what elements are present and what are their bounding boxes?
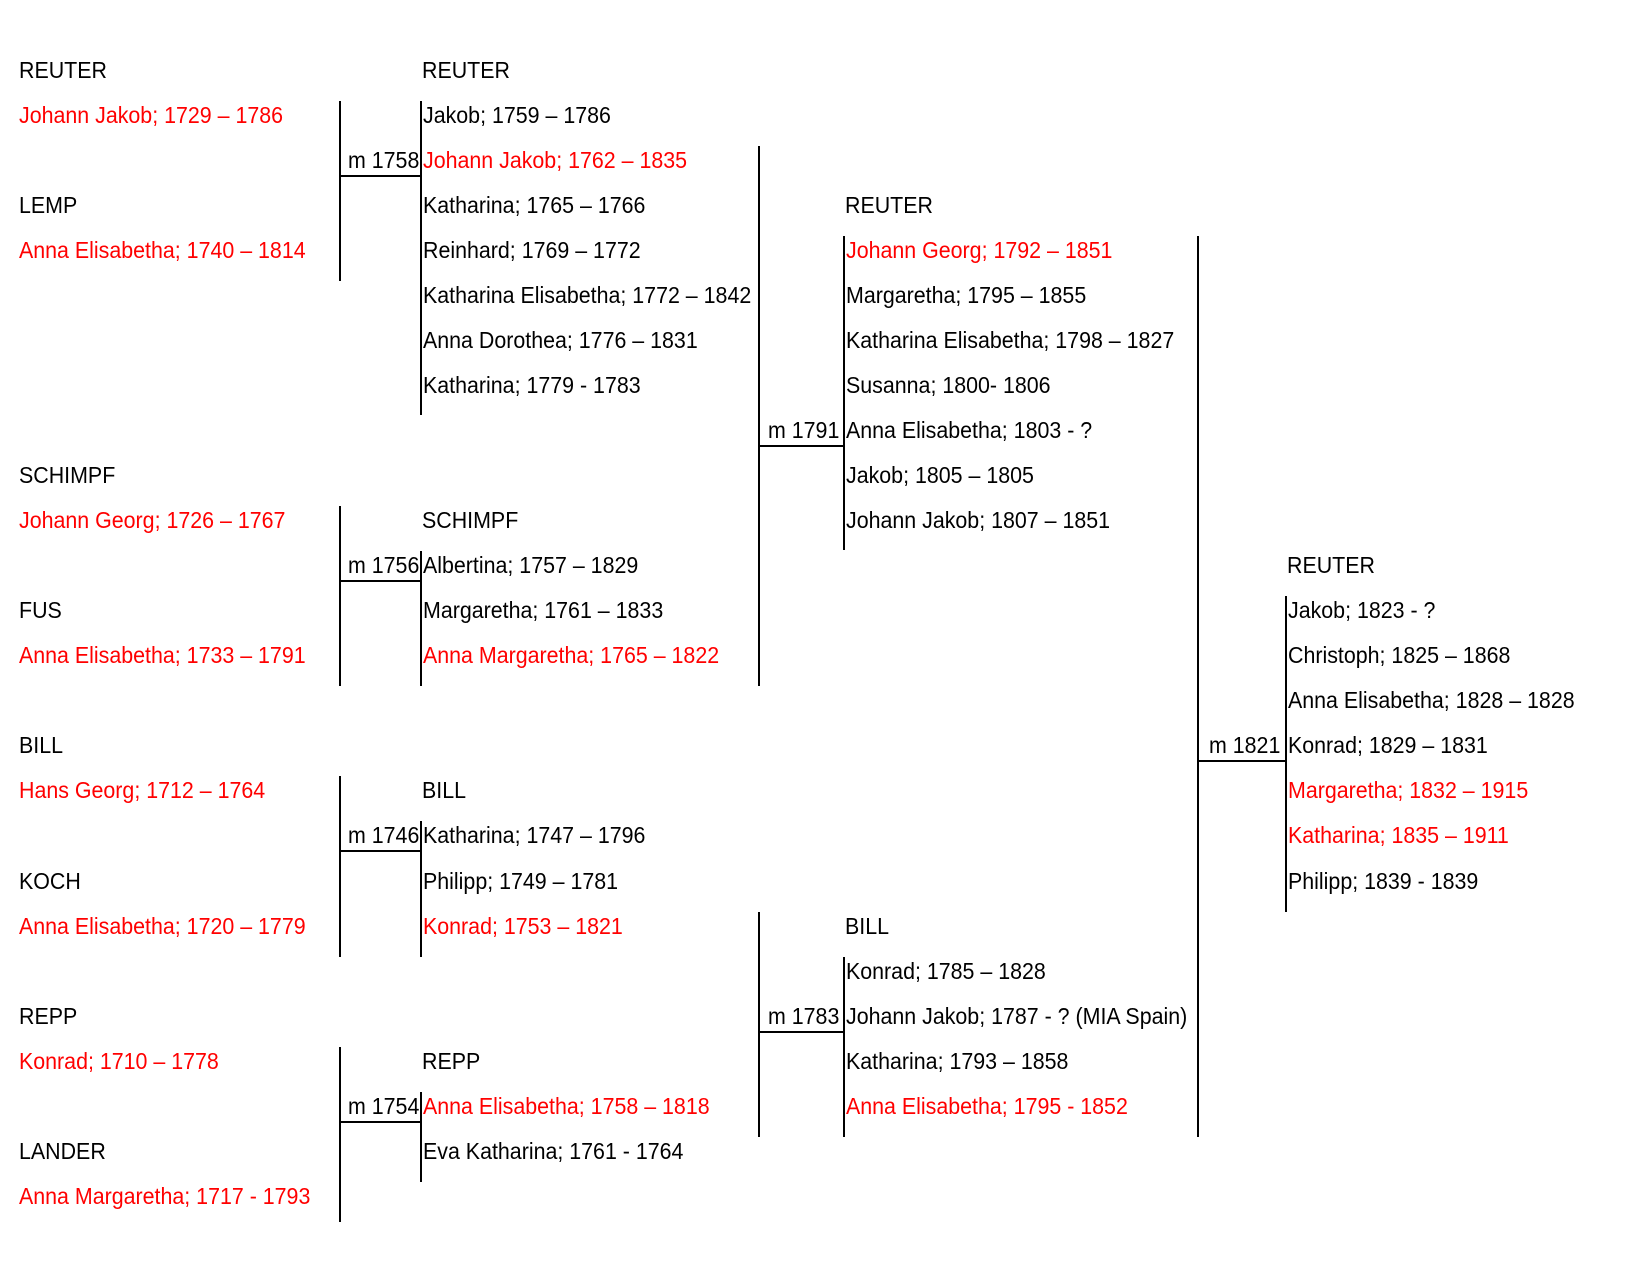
child: Katharina Elisabetha; 1772 – 1842 — [423, 282, 752, 308]
couple2-bracket — [339, 506, 341, 686]
child: Anna Dorothea; 1776 – 1831 — [423, 327, 698, 353]
child: Katharina; 1793 – 1858 — [846, 1048, 1069, 1074]
child: Johann Georg; 1792 – 1851 — [846, 237, 1113, 263]
child: Katharina; 1779 - 1783 — [423, 372, 641, 398]
gen2a-bracket — [758, 146, 760, 686]
couple4-link — [339, 1121, 421, 1123]
couple4-wife-surname: LANDER — [19, 1138, 106, 1164]
child: Anna Elisabetha; 1828 – 1828 — [1288, 687, 1575, 713]
child: Christoph; 1825 – 1868 — [1288, 642, 1511, 668]
child: Katharina; 1747 – 1796 — [423, 822, 646, 848]
child: Philipp; 1749 – 1781 — [423, 868, 619, 894]
couple4-wife: Anna Margaretha; 1717 - 1793 — [19, 1183, 311, 1209]
gen2a-marriage: m 1791 — [768, 417, 840, 443]
couple3-husband: Hans Georg; 1712 – 1764 — [19, 777, 266, 803]
couple4-children-line — [420, 1092, 422, 1182]
gen3-marriage: m 1821 — [1209, 732, 1281, 758]
gen2b-marriage: m 1783 — [768, 1003, 840, 1029]
couple2-husband: Johann Georg; 1726 – 1767 — [19, 507, 286, 533]
couple3-children-line — [420, 821, 422, 957]
couple3-husband-surname: BILL — [19, 732, 64, 758]
couple3-wife: Anna Elisabetha; 1720 – 1779 — [19, 913, 306, 939]
child: Jakob; 1823 - ? — [1288, 597, 1436, 623]
couple1-bracket — [339, 101, 341, 281]
couple4-husband: Konrad; 1710 – 1778 — [19, 1048, 219, 1074]
couple2-marriage: m 1756 — [348, 552, 420, 578]
child: Katharina Elisabetha; 1798 – 1827 — [846, 327, 1175, 353]
child: Albertina; 1757 – 1829 — [423, 552, 639, 578]
child: Konrad; 1785 – 1828 — [846, 958, 1046, 984]
child: Reinhard; 1769 – 1772 — [423, 237, 641, 263]
couple1-marriage: m 1758 — [348, 147, 420, 173]
couple3-marriage: m 1746 — [348, 822, 420, 848]
child: Susanna; 1800- 1806 — [846, 372, 1051, 398]
child: Jakob; 1805 – 1805 — [846, 462, 1034, 488]
couple4-children-surname: REPP — [422, 1048, 481, 1074]
couple4-bracket — [339, 1047, 341, 1222]
child: Johann Jakob; 1807 – 1851 — [846, 507, 1111, 533]
child: Johann Jakob; 1787 - ? (MIA Spain) — [846, 1003, 1188, 1029]
child: Jakob; 1759 – 1786 — [423, 102, 611, 128]
child: Katharina; 1765 – 1766 — [423, 192, 646, 218]
couple3-bracket — [339, 776, 341, 957]
couple1-children-line — [420, 101, 422, 415]
child: Johann Jakob; 1762 – 1835 — [423, 147, 688, 173]
child: Katharina; 1835 – 1911 — [1288, 822, 1509, 848]
couple2-wife-surname: FUS — [19, 597, 62, 623]
child: Margaretha; 1761 – 1833 — [423, 597, 664, 623]
gen3-children-line — [1285, 596, 1287, 912]
child: Margaretha; 1832 – 1915 — [1288, 777, 1529, 803]
gen2a-children-line — [843, 236, 845, 550]
child: Eva Katharina; 1761 - 1764 — [423, 1138, 684, 1164]
couple1-wife-surname: LEMP — [19, 192, 78, 218]
couple2-link — [339, 580, 421, 582]
gen3-children-surname: REUTER — [1287, 552, 1375, 578]
child: Margaretha; 1795 – 1855 — [846, 282, 1087, 308]
gen2a-link — [758, 445, 844, 447]
child: Anna Elisabetha; 1803 - ? — [846, 417, 1093, 443]
couple2-children-surname: SCHIMPF — [422, 507, 519, 533]
couple1-link — [339, 175, 421, 177]
child: Anna Margaretha; 1765 – 1822 — [423, 642, 720, 668]
child: Konrad; 1829 – 1831 — [1288, 732, 1488, 758]
couple3-wife-surname: KOCH — [19, 868, 81, 894]
child: Anna Elisabetha; 1758 – 1818 — [423, 1093, 710, 1119]
gen2b-link — [758, 1031, 844, 1033]
couple2-wife: Anna Elisabetha; 1733 – 1791 — [19, 642, 306, 668]
gen3-link — [1197, 760, 1286, 762]
gen3-bracket — [1197, 236, 1199, 1137]
couple3-children-surname: BILL — [422, 777, 467, 803]
couple4-marriage: m 1754 — [348, 1093, 420, 1119]
couple3-link — [339, 850, 421, 852]
child: Philipp; 1839 - 1839 — [1288, 868, 1479, 894]
couple1-wife: Anna Elisabetha; 1740 – 1814 — [19, 237, 306, 263]
couple4-husband-surname: REPP — [19, 1003, 78, 1029]
couple2-husband-surname: SCHIMPF — [19, 462, 116, 488]
couple1-husband-surname: REUTER — [19, 57, 107, 83]
gen2b-children-surname: BILL — [845, 913, 890, 939]
couple1-children-surname: REUTER — [422, 57, 510, 83]
gen2b-bracket — [758, 912, 760, 1137]
child: Konrad; 1753 – 1821 — [423, 913, 623, 939]
couple1-husband: Johann Jakob; 1729 – 1786 — [19, 102, 284, 128]
couple2-children-line — [420, 551, 422, 686]
child: Anna Elisabetha; 1795 - 1852 — [846, 1093, 1128, 1119]
gen2b-children-line — [843, 957, 845, 1137]
gen2a-children-surname: REUTER — [845, 192, 933, 218]
